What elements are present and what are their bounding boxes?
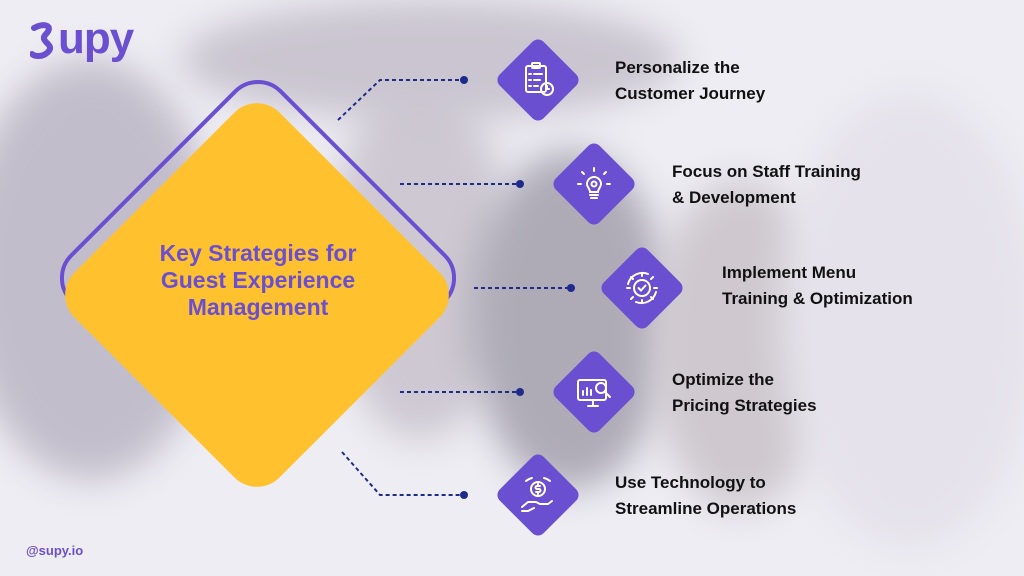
social-handle[interactable]: @supy.io — [26, 543, 84, 558]
connector-5 — [341, 451, 464, 496]
connector-dot-1 — [460, 76, 468, 84]
gear-check-icon — [626, 271, 658, 305]
connector-dot-3 — [567, 284, 575, 292]
strategy-4-line-2: Pricing Strategies — [672, 396, 817, 415]
strategy-2-line-2: & Development — [672, 188, 796, 207]
central-title-line-2: Guest Experience — [160, 267, 356, 293]
connector-dot-5 — [460, 491, 468, 499]
strategy-4-line-1: Optimize the — [672, 370, 775, 389]
connector-1 — [337, 79, 464, 121]
strategy-3-label: Implement Menu Training & Optimization — [722, 260, 913, 312]
strategy-5-line-1: Use Technology to — [615, 473, 766, 492]
connector-dot-4 — [516, 388, 524, 396]
strategy-3-line-2: Training & Optimization — [722, 289, 913, 308]
lightbulb-gear-icon — [577, 167, 611, 199]
strategy-4-label: Optimize the Pricing Strategies — [672, 367, 817, 419]
strategy-1-line-2: Customer Journey — [615, 84, 766, 103]
strategy-5-label: Use Technology to Streamline Operations — [615, 470, 796, 522]
strategy-1-label: Personalize the Customer Journey — [615, 55, 765, 107]
strategy-2-line-1: Focus on Staff Training — [672, 162, 861, 181]
central-title-line-3: Management — [187, 294, 329, 320]
strategy-1-line-1: Personalize the — [615, 58, 740, 77]
monitor-chart-magnifier-icon — [577, 379, 611, 407]
central-title-line-1: Key Strategies for — [159, 240, 357, 266]
strategy-2-label: Focus on Staff Training & Development — [672, 159, 861, 211]
connector-dot-2 — [516, 180, 524, 188]
strategy-3-line-1: Implement Menu — [722, 263, 857, 282]
central-title: Key Strategies for Guest Experience Mana… — [118, 240, 398, 321]
checklist-clock-icon — [525, 62, 554, 96]
strategy-5-line-2: Streamline Operations — [615, 499, 797, 518]
logo-text: upy — [58, 14, 134, 63]
hand-dollar-coin-icon — [521, 477, 553, 512]
supy-logo: upy — [30, 14, 150, 64]
